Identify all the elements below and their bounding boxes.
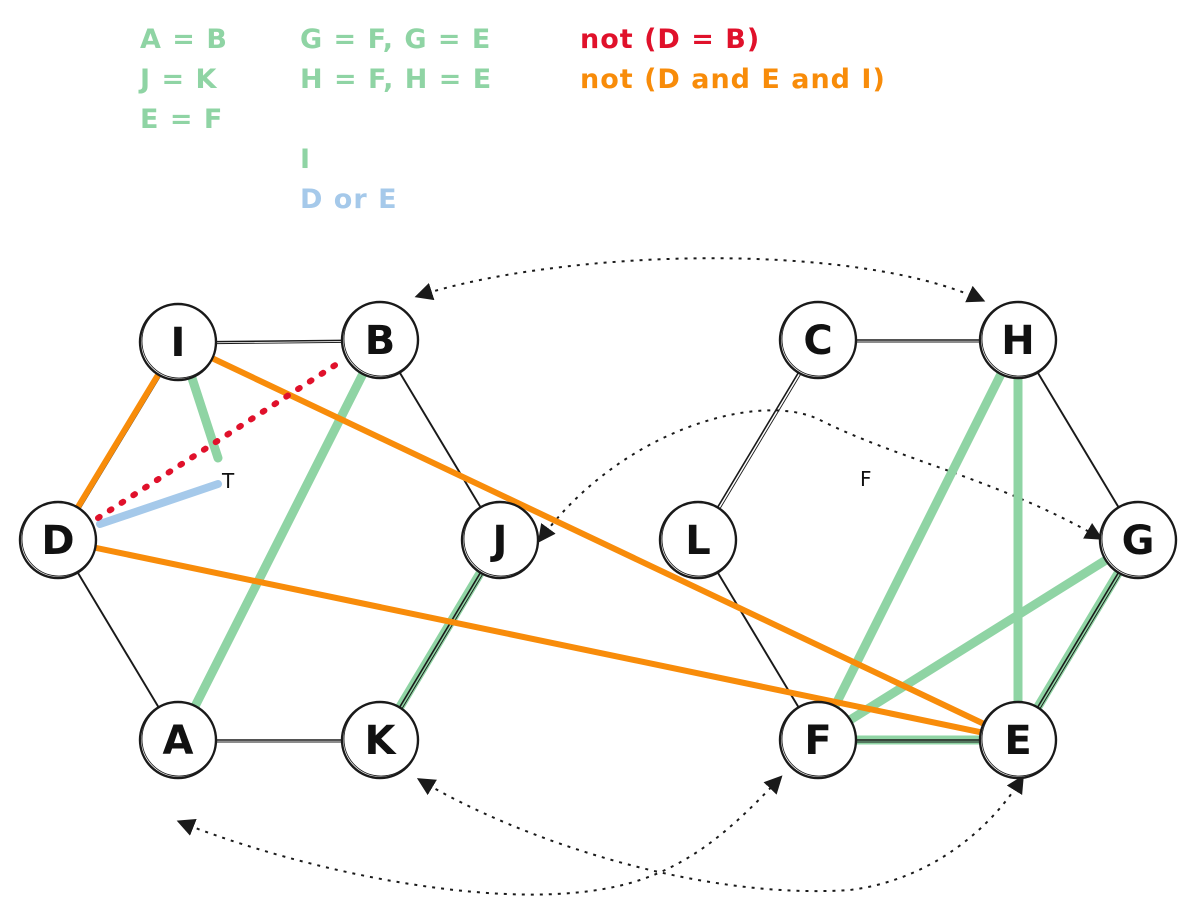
node-c[interactable]: C	[778, 300, 858, 380]
node-k[interactable]: K	[340, 700, 420, 780]
node-circle-sketch	[343, 701, 419, 777]
node-circle-sketch	[141, 303, 217, 379]
node-label: F	[804, 718, 831, 764]
arrow-b-h	[414, 257, 986, 303]
node-circle-sketch	[781, 701, 857, 777]
node-circle-sketch	[21, 501, 97, 577]
node-label: C	[803, 318, 832, 364]
dotted-arrows	[176, 257, 1104, 896]
note-g-eq-f-e: G = F, G = E	[300, 24, 491, 55]
node-circle-sketch	[781, 301, 857, 377]
node-label: L	[685, 518, 711, 564]
node-j[interactable]: J	[460, 500, 540, 580]
node-b[interactable]: B	[340, 300, 420, 380]
red-dotted-edge-d-b	[95, 359, 343, 521]
constraint-notes: A = B J = K E = F G = F, G = E H = F, H …	[138, 24, 886, 215]
blue-edge-d-t	[96, 480, 222, 528]
note-j-eq-k: J = K	[138, 64, 217, 95]
note-i: I	[300, 144, 311, 175]
note-d-or-e: D or E	[300, 184, 398, 215]
node-layer: I B D J A K C H L G F E	[18, 300, 1178, 780]
arrow-k-e	[416, 774, 1024, 893]
note-not-d-eq-b: not (D = B)	[580, 24, 760, 55]
node-e[interactable]: E	[978, 700, 1058, 780]
node-circle-sketch	[981, 701, 1057, 777]
green-edge-h-f	[813, 335, 1023, 745]
node-label: E	[1004, 718, 1031, 764]
node-l[interactable]: L	[658, 500, 738, 580]
node-circle-sketch	[661, 501, 737, 577]
node-label: I	[171, 320, 186, 366]
node-label: K	[365, 718, 398, 764]
node-circle-sketch	[981, 301, 1057, 377]
arrow-a-f	[176, 775, 783, 896]
node-a[interactable]: A	[138, 700, 218, 780]
node-label: J	[490, 518, 508, 564]
t-label: T	[221, 469, 235, 493]
node-label: H	[1001, 318, 1034, 364]
node-label: D	[41, 518, 74, 564]
node-i[interactable]: I	[138, 302, 218, 382]
node-f[interactable]: F	[778, 700, 858, 780]
node-label: G	[1122, 518, 1155, 564]
orange-edge-i-e	[175, 339, 1021, 743]
node-circle-sketch	[343, 301, 419, 377]
node-d[interactable]: D	[18, 500, 98, 580]
node-circle-sketch	[1101, 501, 1177, 577]
node-label: B	[365, 318, 396, 364]
green-stub-i-t	[185, 367, 223, 463]
node-g[interactable]: G	[1098, 500, 1178, 580]
f-label: F	[860, 467, 872, 491]
note-h-eq-f-e: H = F, H = E	[300, 64, 492, 95]
note-not-d-e-i: not (D and E and I)	[580, 64, 886, 95]
node-circle-sketch	[141, 701, 217, 777]
arrow-j-g	[537, 409, 1104, 543]
green-edge-a-b	[173, 335, 385, 745]
note-e-eq-f: E = F	[140, 104, 223, 135]
node-label: A	[163, 718, 194, 764]
orange-edge-d-e	[55, 537, 1021, 743]
node-h[interactable]: H	[978, 300, 1058, 380]
node-circle-sketch	[463, 501, 539, 577]
note-a-eq-b: A = B	[140, 24, 228, 55]
green-edges	[173, 335, 1143, 745]
